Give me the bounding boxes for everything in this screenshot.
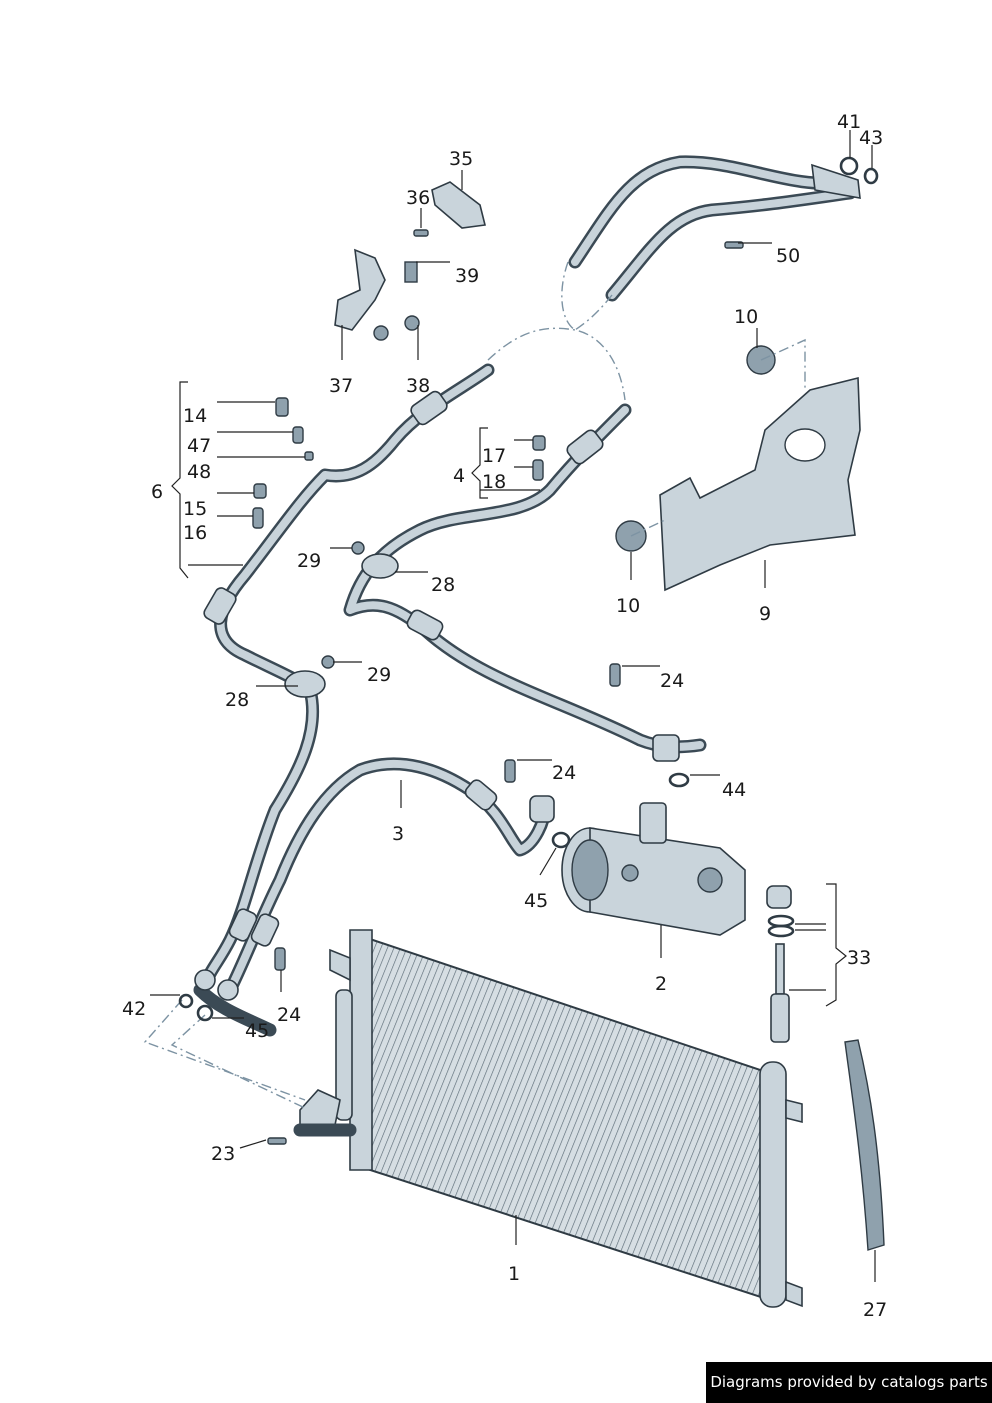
label-44: 44 [722, 779, 746, 801]
label-3: 3 [392, 823, 404, 845]
label-45-middle: 45 [524, 890, 548, 912]
label-29-lower: 29 [367, 664, 391, 686]
label-29-upper: 29 [297, 550, 321, 572]
label-28-upper: 28 [431, 574, 455, 596]
label-37: 37 [329, 375, 353, 397]
label-41: 41 [837, 111, 861, 133]
drier-set [766, 885, 795, 1043]
refrigerant-pipes [193, 155, 857, 1137]
label-27: 27 [863, 1299, 887, 1321]
label-17: 17 [482, 445, 506, 467]
label-2: 2 [655, 973, 667, 995]
label-36: 36 [406, 187, 430, 209]
label-42: 42 [122, 998, 146, 1020]
label-18: 18 [482, 471, 506, 493]
label-6: 6 [151, 481, 163, 503]
mount-bracket [334, 248, 386, 331]
heat-shield [659, 376, 861, 592]
label-24-right: 24 [660, 670, 684, 692]
callout-labels: 35 36 39 37 38 41 43 50 10 14 47 48 6 15… [122, 111, 887, 1321]
label-24-middle: 24 [552, 762, 576, 784]
label-28-lower: 28 [225, 689, 249, 711]
label-9: 9 [759, 603, 771, 625]
label-43: 43 [859, 127, 883, 149]
condenser [299, 929, 803, 1308]
label-35: 35 [449, 148, 473, 170]
label-23: 23 [211, 1143, 235, 1165]
label-39: 39 [455, 265, 479, 287]
label-48: 48 [187, 461, 211, 483]
label-10-bottom: 10 [616, 595, 640, 617]
label-4: 4 [453, 465, 465, 487]
label-15: 15 [183, 498, 207, 520]
label-38: 38 [406, 375, 430, 397]
label-24-left: 24 [277, 1004, 301, 1026]
label-10-top: 10 [734, 306, 758, 328]
label-47: 47 [187, 435, 211, 457]
label-16: 16 [183, 522, 207, 544]
compressor [561, 802, 746, 936]
label-14: 14 [183, 405, 207, 427]
label-33: 33 [847, 947, 871, 969]
clamp-bracket [431, 181, 486, 229]
label-1: 1 [508, 1263, 520, 1285]
seal-strip [844, 1039, 885, 1251]
attribution-badge: Diagrams provided by catalogs parts [706, 1362, 992, 1403]
label-50: 50 [776, 245, 800, 267]
label-45-left: 45 [245, 1020, 269, 1042]
leader-lines [150, 130, 876, 1282]
